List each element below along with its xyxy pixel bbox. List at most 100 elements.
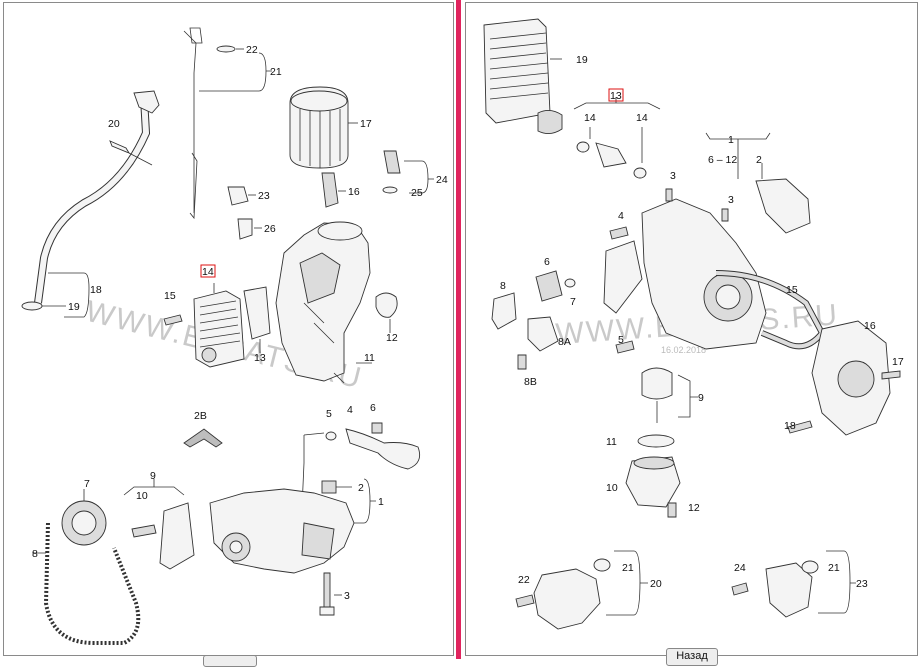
label-22: 22 xyxy=(246,44,258,56)
bolt-6[interactable] xyxy=(371,422,383,434)
label-r21b: 21 xyxy=(828,562,840,574)
label-r1: 1 xyxy=(728,134,734,146)
label-r11: 11 xyxy=(606,436,617,448)
label-16: 16 xyxy=(348,186,360,198)
label-7: 7 xyxy=(84,478,90,490)
bolt-12[interactable] xyxy=(667,502,677,518)
seal-ring-7[interactable] xyxy=(564,278,576,288)
date-stamp: 16.02.2018 xyxy=(661,345,706,355)
label-1: 1 xyxy=(378,496,384,508)
cap-part-23[interactable] xyxy=(227,186,249,206)
label-r17: 17 xyxy=(892,356,904,368)
seal-ring-21a[interactable] xyxy=(593,558,611,572)
label-r22: 22 xyxy=(518,574,530,586)
bolt-8b[interactable] xyxy=(517,354,527,370)
sleeve-part-2[interactable] xyxy=(321,480,337,494)
highlighted-label-14[interactable]: 14 xyxy=(200,264,216,278)
label-20: 20 xyxy=(108,118,120,130)
label-r6: 6 xyxy=(544,256,550,268)
label-r4: 4 xyxy=(618,210,624,222)
label-13: 13 xyxy=(254,352,266,364)
valve-part-16[interactable] xyxy=(321,172,339,208)
label-12: 12 xyxy=(386,332,398,344)
label-r24: 24 xyxy=(734,562,746,574)
hose-clamp-part[interactable] xyxy=(133,90,160,114)
valve-part-24[interactable] xyxy=(383,150,401,174)
chain-tensioner-part[interactable] xyxy=(159,502,195,570)
bolt-17[interactable] xyxy=(881,370,901,380)
left-diagram-panel: WWW.ELCATS.RU xyxy=(3,2,454,656)
label-2b: 2B xyxy=(194,410,207,422)
label-r23: 23 xyxy=(856,578,868,590)
label-r18: 18 xyxy=(784,420,796,432)
bolt-18[interactable] xyxy=(787,420,813,434)
seal-ring-21b[interactable] xyxy=(801,560,819,574)
label-23: 23 xyxy=(258,190,270,202)
label-r14a: 14 xyxy=(584,112,596,124)
label-10: 10 xyxy=(136,490,148,502)
label-9: 9 xyxy=(150,470,156,482)
bracket-part-2b[interactable] xyxy=(183,428,223,448)
right-diagram: WWW.ELCATS.RU 16.02.2018 xyxy=(483,18,904,630)
label-3: 3 xyxy=(344,590,350,602)
pin-3a[interactable] xyxy=(665,188,673,202)
clip-part-8[interactable] xyxy=(491,292,517,330)
oil-cooler-part-19[interactable] xyxy=(483,18,551,124)
label-24: 24 xyxy=(436,174,448,186)
thermostat-housing-10[interactable] xyxy=(625,456,681,508)
bolt-24[interactable] xyxy=(731,582,749,596)
bolt-3[interactable] xyxy=(323,572,331,608)
thermostat-part[interactable] xyxy=(641,367,673,400)
seal-ring-19[interactable] xyxy=(21,301,43,311)
label-5: 5 xyxy=(326,408,332,420)
pin-3b[interactable] xyxy=(721,208,729,222)
oil-pickup-pipe[interactable] xyxy=(345,428,421,470)
bolt-5[interactable] xyxy=(615,340,635,354)
bolt-4[interactable] xyxy=(609,226,629,240)
label-r2: 2 xyxy=(756,154,762,166)
oil-cooler-part[interactable] xyxy=(193,290,245,368)
gasket-part-13[interactable] xyxy=(243,286,271,340)
label-r20: 20 xyxy=(650,578,662,590)
label-r16: 16 xyxy=(864,320,876,332)
seal-ring-11[interactable] xyxy=(637,434,675,448)
sensor-part-26[interactable] xyxy=(237,218,253,240)
coolant-flange-23[interactable] xyxy=(765,562,813,618)
label-r7: 7 xyxy=(570,296,576,308)
label-r9: 9 xyxy=(698,392,704,404)
connector-part-13[interactable] xyxy=(595,142,627,168)
seal-ring-14b[interactable] xyxy=(633,167,647,179)
label-r15: 15 xyxy=(786,284,798,296)
gasket-part-12[interactable] xyxy=(375,292,398,318)
coolant-flange-20[interactable] xyxy=(533,568,601,630)
gasket-part-2[interactable] xyxy=(755,178,811,234)
right-diagram-panel: WWW.ELCATS.RU 16.02.2018 xyxy=(465,2,918,656)
chain-part-8[interactable] xyxy=(43,522,141,645)
label-r10: 10 xyxy=(606,482,618,494)
bolt-15[interactable] xyxy=(163,314,183,326)
label-15: 15 xyxy=(164,290,176,302)
seal-ring-25[interactable] xyxy=(382,186,398,194)
label-r14b: 14 xyxy=(636,112,648,124)
bolt-10[interactable] xyxy=(131,524,157,538)
left-diagram: WWW.ELCATS.RU xyxy=(21,27,448,645)
seal-ring-5[interactable] xyxy=(325,431,337,441)
label-r5: 5 xyxy=(618,334,624,346)
label-r12: 12 xyxy=(688,502,700,514)
left-panel-button[interactable] xyxy=(203,655,257,667)
label-r8a: 8A xyxy=(558,336,571,348)
seal-part-8a[interactable] xyxy=(527,316,559,352)
seal-ring-14a[interactable] xyxy=(576,141,590,153)
coolant-pipe-part[interactable] xyxy=(603,240,643,314)
bolt-20[interactable] xyxy=(109,140,131,154)
label-r13: 13 xyxy=(610,90,622,102)
back-button[interactable]: Назад xyxy=(666,648,718,666)
bolt-22[interactable] xyxy=(515,594,535,608)
dipstick-part[interactable] xyxy=(183,30,197,213)
label-11: 11 xyxy=(364,352,375,364)
label-17: 17 xyxy=(360,118,372,130)
seal-ring-22[interactable] xyxy=(216,45,236,53)
sensor-part-6[interactable] xyxy=(535,270,563,302)
highlighted-label-13[interactable]: 13 xyxy=(608,88,624,102)
oil-filter-housing-part[interactable] xyxy=(275,222,371,382)
